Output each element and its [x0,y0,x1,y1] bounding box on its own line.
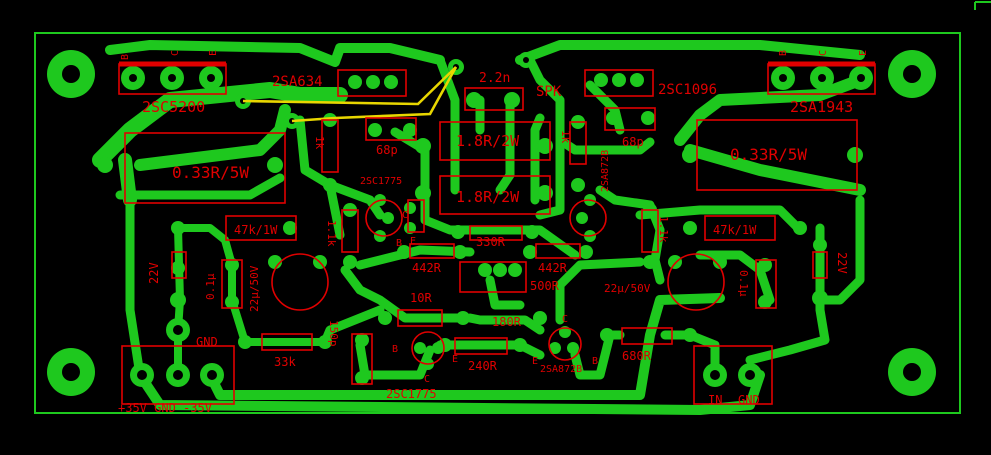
silkscreen-labels: 2SC5200 2SA634 2SC1096 2SA1943 0.33R/5W … [118,50,869,415]
label-r-180: 180R [492,315,522,329]
label-q-right-driver: 2SC1096 [658,82,717,98]
label-r-left-emitter: 0.33R/5W [172,163,249,182]
label-r-right-47k: 47k/1W [713,223,757,237]
label-q-left-power: 2SC5200 [142,98,205,116]
svg-text:C: C [170,50,181,56]
label-r-zobel-top: 1.8R/2W [456,132,520,150]
label-r-10: 10R [410,291,432,305]
copper-traces [92,40,866,415]
label-gnd-mid: GND [196,335,218,349]
svg-text:C: C [818,50,829,56]
svg-text:E: E [452,354,458,365]
mounting-holes [47,50,936,396]
label-r-500: 500R [530,279,560,293]
svg-text:B: B [396,238,402,249]
silkscreen-outlines [118,61,876,405]
label-q-left-driver: 2SA634 [272,74,323,90]
svg-text:B: B [120,54,131,60]
label-c-150p: 150p [327,320,340,347]
svg-text:E: E [208,50,219,56]
label-q-left-vas: 2SC1775 [360,176,402,187]
label-r-left-1k: 1k [313,136,326,150]
svg-text:E: E [532,356,538,367]
label-r-330: 330R [476,235,506,249]
label-conn-in: IN [708,393,722,407]
svg-text:E: E [410,236,416,247]
label-r-442-left: 442R [412,261,442,275]
label-z-right: 22V [835,252,849,274]
label-r-right-emitter: 0.33R/5W [730,145,807,164]
label-r-right-1k: 1k [559,130,572,144]
jumper-wires [242,66,458,123]
label-r-right-1-1k: 1.1k [657,216,670,243]
label-q-right-vas: 2SA872B [600,150,611,192]
svg-text:C: C [402,210,408,221]
label-conn-gnd: GND [738,393,760,407]
svg-text:E: E [858,50,869,56]
label-c-left-68p: 68p [376,143,398,157]
label-c-top: 2.2n [479,71,510,86]
svg-text:B: B [592,356,598,367]
label-q-bottom-left: 2SC1775 [386,387,437,401]
label-c-right-68p: 68p [622,135,644,149]
label-z-left: 22V [147,262,161,284]
label-r-240: 240R [468,359,498,373]
label-r-442-right: 442R [538,261,568,275]
label-c-left-0-1: 0.1µ [204,273,217,300]
label-r-zobel-bottom: 1.8R/2W [456,188,520,206]
label-c-left-22u: 22µ/50V [248,265,261,312]
svg-text:C: C [562,314,568,325]
label-r-33k: 33k [274,355,296,369]
label-c-right-22u: 22µ/50V [604,282,651,295]
label-conn-psu: +35V GND -35V [118,401,212,415]
label-q-bottom-right: 2SA872B [540,364,582,375]
svg-text:B: B [778,50,789,56]
svg-text:B: B [392,344,398,355]
label-spk: SPK [536,84,562,100]
label-r-680: 680R [622,349,652,363]
label-q-right-power: 2SA1943 [790,98,853,116]
label-c-right-0-1: 0.1µ [737,270,750,297]
label-r-left-47k: 47k/1W [234,223,278,237]
label-r-left-1-1k: 1.1k [325,220,338,247]
svg-text:C: C [424,374,430,385]
